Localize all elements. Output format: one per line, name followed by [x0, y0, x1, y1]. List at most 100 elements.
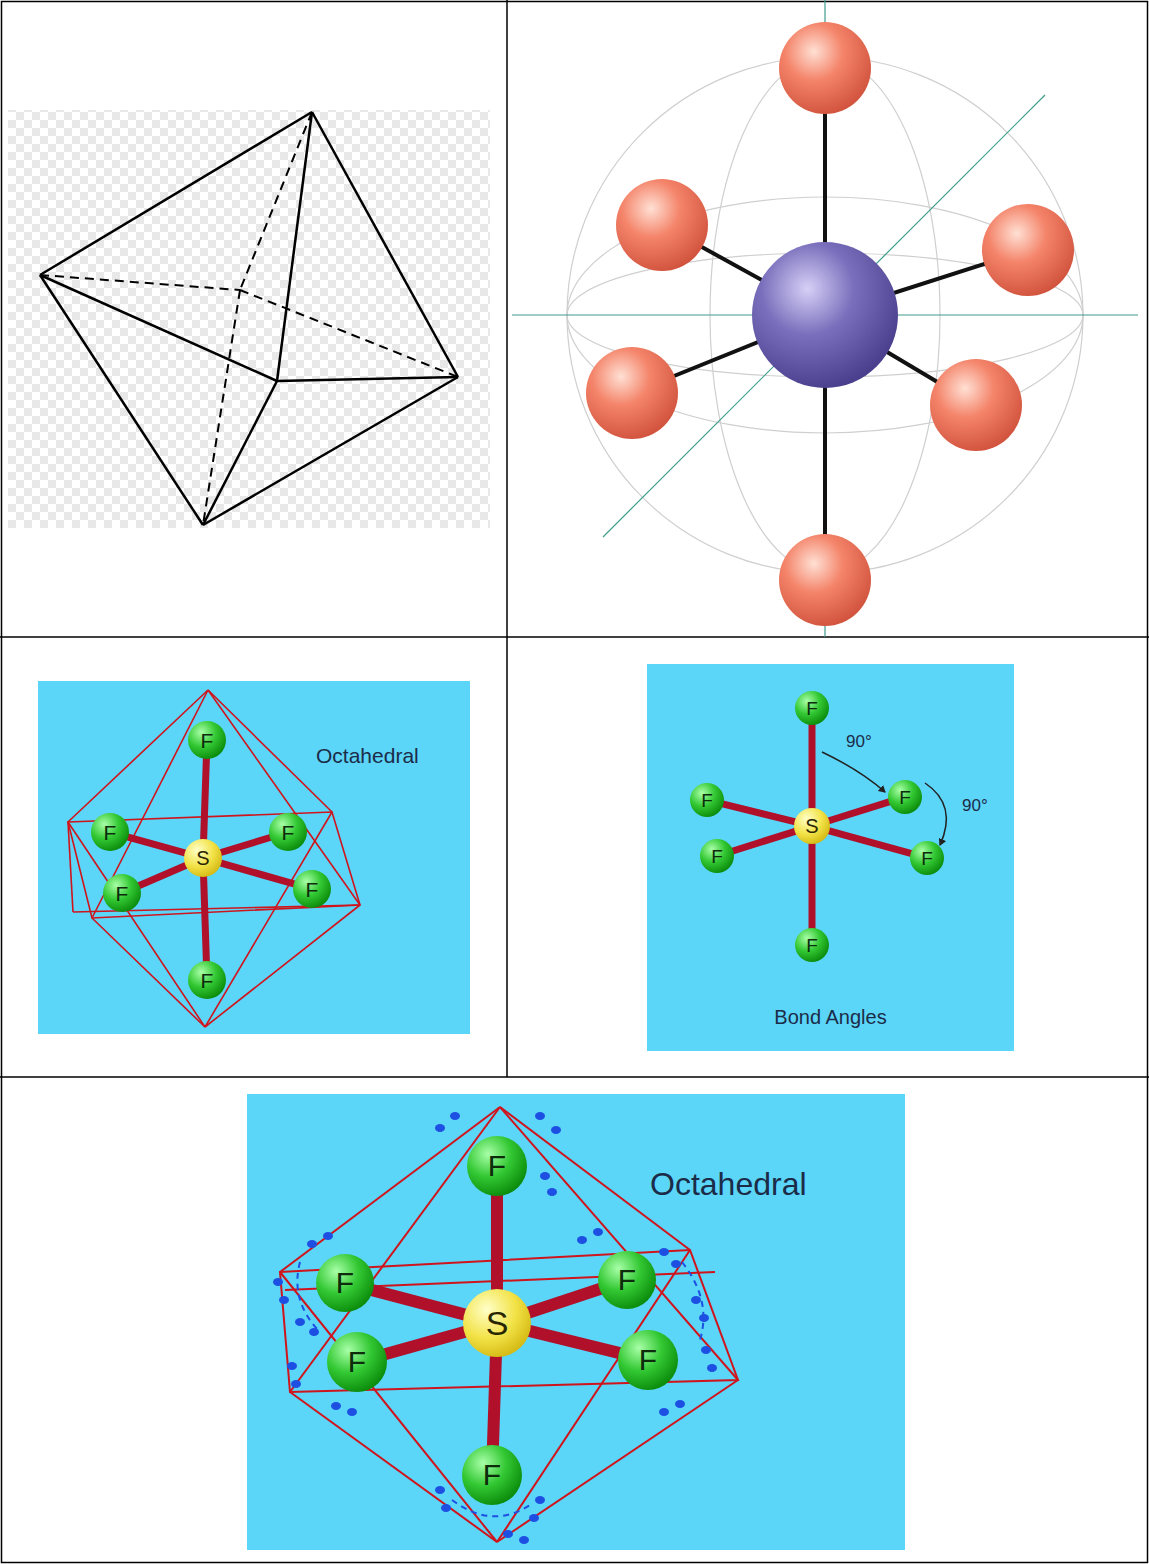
molecule-panel: FFFSFFFBond Angles	[647, 664, 1014, 1051]
electron-dot	[547, 1188, 557, 1196]
cloud-arc	[682, 1262, 703, 1340]
ligand-ball	[616, 179, 708, 271]
angle-arc	[925, 783, 946, 845]
electron-dot	[287, 1362, 297, 1370]
electron-dot	[435, 1124, 445, 1132]
atom-symbol: F	[806, 699, 818, 718]
atom-symbol: S	[486, 1306, 509, 1340]
bond-line	[384, 1332, 466, 1355]
atom-symbol: F	[282, 822, 295, 843]
panel-ground	[247, 1094, 905, 1550]
angle-arc	[822, 752, 885, 792]
atom-symbol: F	[711, 847, 723, 866]
hidden-edge	[40, 275, 240, 290]
octahedron-wireframe	[68, 690, 360, 1027]
bond-line	[491, 1194, 503, 1291]
atom-symbol: F	[348, 1347, 366, 1377]
atom-ball: F	[467, 1136, 527, 1196]
atom-symbol: S	[805, 816, 818, 836]
electron-dot	[551, 1126, 561, 1134]
table-rule	[0, 1076, 1149, 1078]
atom-ball: F	[700, 839, 734, 873]
wire-edge	[92, 918, 205, 1027]
wire-edge	[497, 1250, 690, 1542]
octahedron-edge	[312, 112, 458, 377]
atom-symbol: F	[921, 849, 933, 868]
atom-symbol: F	[618, 1265, 636, 1295]
atom-symbol: F	[116, 883, 129, 904]
panel-caption: Octahedral	[650, 1166, 807, 1203]
hidden-edge	[203, 290, 240, 525]
cloud-arc	[297, 1262, 318, 1330]
panel-ground	[647, 664, 1014, 1051]
electron-dot	[279, 1296, 289, 1304]
electron-dot	[291, 1380, 301, 1388]
atom-ball: F	[910, 841, 944, 875]
checker-ground	[8, 110, 490, 528]
atom-ball: F	[293, 870, 331, 908]
atom-ball: F	[103, 874, 141, 912]
atom-ball: S	[463, 1289, 531, 1357]
central-ball	[752, 242, 898, 388]
bond-line	[809, 842, 816, 930]
ligand-ball	[779, 534, 871, 626]
ligand-ball	[779, 22, 871, 114]
electron-dot	[435, 1486, 445, 1494]
ligand-ball	[982, 204, 1074, 296]
electron-dot	[331, 1402, 341, 1410]
electron-dot	[659, 1248, 669, 1256]
bond-line	[722, 804, 797, 823]
bond-line	[138, 865, 188, 887]
electron-dot	[307, 1240, 317, 1248]
atom-ball: F	[316, 1254, 374, 1312]
electron-dot	[659, 1408, 669, 1416]
electron-dot	[323, 1232, 333, 1240]
atom-symbol: F	[488, 1151, 506, 1181]
angle-label: 90°	[846, 733, 872, 752]
atom-ball: F	[598, 1251, 656, 1309]
ligand-ball	[586, 347, 678, 439]
bond-line	[204, 875, 207, 963]
octahedron-edge	[40, 275, 203, 525]
octahedron-edge	[40, 112, 312, 275]
bond-line	[493, 1355, 496, 1447]
octahedron-edge	[277, 112, 312, 381]
atom-ball: F	[618, 1330, 678, 1390]
panel-caption: Octahedral	[316, 744, 419, 768]
atom-ball: F	[795, 691, 829, 725]
angle-label: 90°	[962, 797, 988, 816]
wire-edge	[208, 690, 332, 812]
atom-ball: F	[188, 961, 226, 999]
atom-ball: F	[690, 783, 724, 817]
wire-edge	[280, 1107, 500, 1272]
atom-symbol: F	[701, 791, 713, 810]
bond-line	[827, 830, 912, 854]
electron-dot	[691, 1296, 701, 1304]
electron-dot	[540, 1172, 550, 1180]
wire-edge	[500, 1107, 738, 1380]
atom-ball: F	[269, 813, 307, 851]
atom-symbol: F	[201, 730, 214, 751]
atom-ball: F	[91, 813, 129, 851]
atom-ball: S	[184, 839, 222, 877]
bond-line	[809, 723, 816, 810]
octahedron-edge	[277, 377, 458, 381]
atom-ball: F	[888, 780, 922, 814]
molecule-panel: F F F S F F F Octahedral	[38, 681, 470, 1034]
wire-equator	[280, 1250, 738, 1392]
electron-dot	[529, 1514, 539, 1522]
hidden-edge	[240, 112, 312, 290]
electron-dot	[593, 1228, 603, 1236]
bond-line	[219, 863, 295, 885]
wire-edge	[205, 905, 360, 1027]
table-rule	[506, 0, 508, 1077]
molecule-panel: FFFSFFFOctahedral	[247, 1094, 905, 1550]
table-rule	[0, 636, 1149, 638]
hidden-edge	[240, 290, 458, 377]
bond-line	[528, 1331, 621, 1354]
wire-edge	[92, 690, 208, 918]
electron-dot	[519, 1536, 529, 1544]
